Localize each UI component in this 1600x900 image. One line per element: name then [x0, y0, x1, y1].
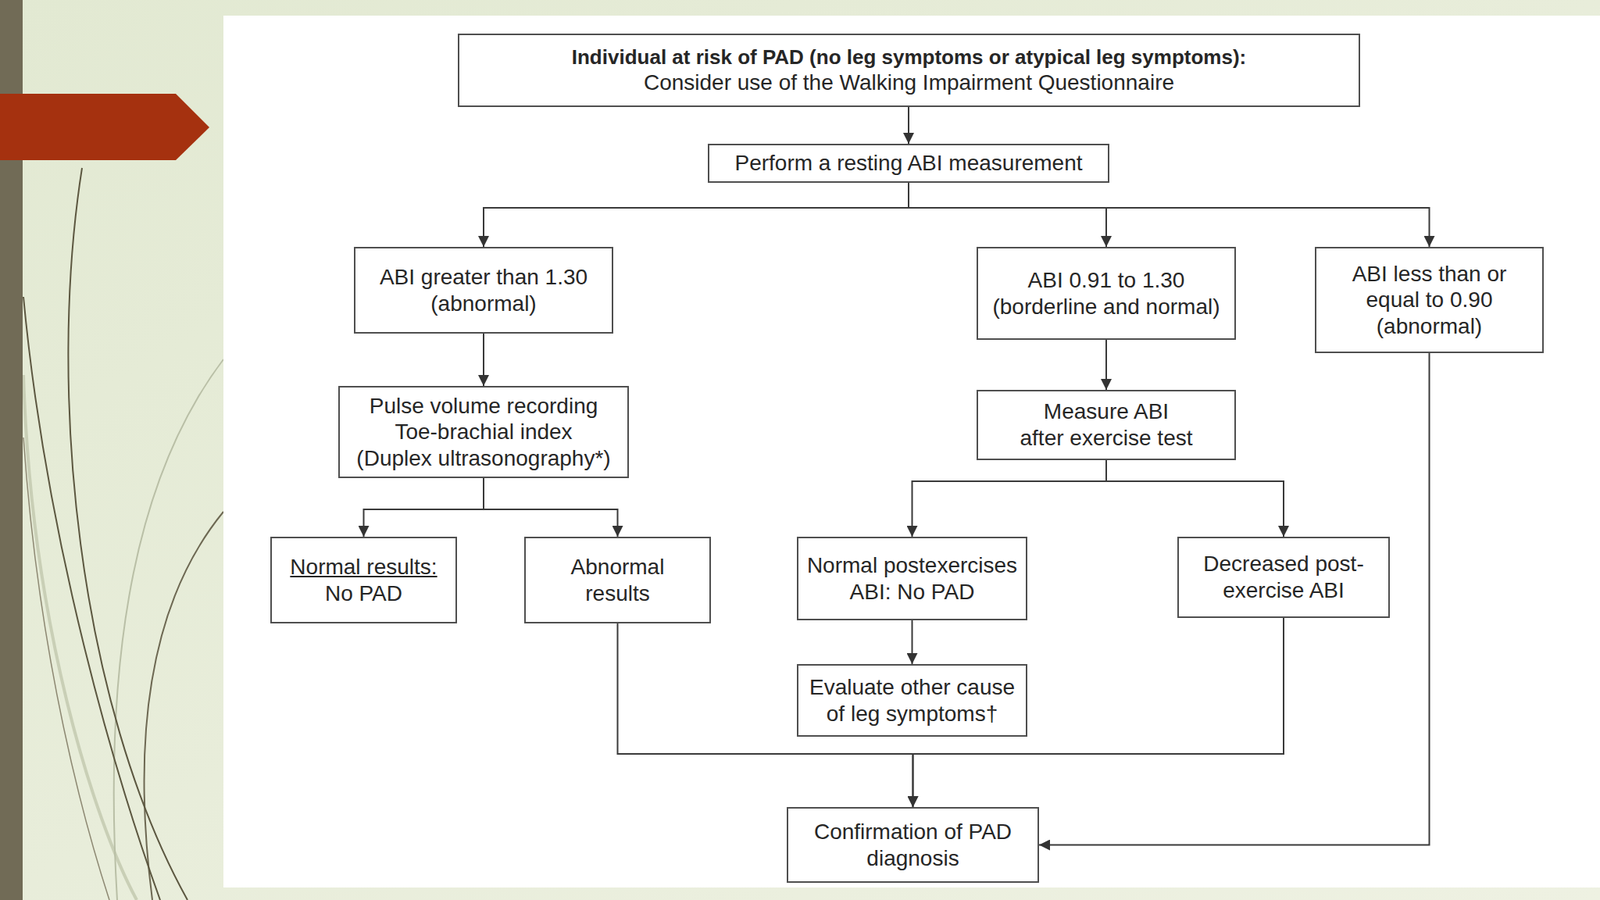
connector	[1105, 339, 1108, 390]
process-box: Normal postexercises ABI: No PAD	[796, 536, 1028, 621]
box-text: ABI greater than 1.30 (abnormal)	[366, 264, 601, 317]
box-text: Individual at risk of PAD (no leg sympto…	[571, 45, 1247, 70]
decor-curve	[143, 511, 224, 900]
box-text: Normal results:	[289, 553, 437, 581]
process-box: Confirmation of PAD diagnosis	[786, 807, 1040, 883]
box-text: Abnormal results	[559, 553, 677, 607]
box-text: Consider use of the Walking Impairment Q…	[643, 69, 1175, 97]
process-box: Perform a resting ABI measurement	[707, 143, 1110, 183]
decor-curve	[23, 296, 161, 900]
title-arrow	[0, 93, 210, 161]
connector	[1106, 460, 1284, 537]
connector	[482, 333, 485, 386]
connector	[364, 478, 485, 537]
process-box: Evaluate other cause of leg symptoms†	[796, 664, 1028, 737]
content-panel	[223, 15, 1600, 888]
process-box: Measure ABI after exercise test	[976, 389, 1236, 461]
box-text: Evaluate other cause of leg symptoms†	[804, 674, 1020, 727]
box-text: Pulse volume recording Toe-brachial inde…	[354, 392, 613, 472]
connector	[617, 623, 914, 808]
decor-curve	[67, 167, 188, 900]
decor-curve	[23, 437, 110, 900]
connector	[483, 182, 909, 247]
process-box: ABI less than or equal to 0.90 (abnormal…	[1314, 246, 1544, 354]
connector	[908, 182, 1107, 247]
box-text: Measure ABI after exercise test	[1019, 398, 1194, 451]
box-text: ABI 0.91 to 1.30 (borderline and normal)	[985, 267, 1228, 320]
process-box: Abnormal results	[524, 536, 711, 624]
process-box: ABI 0.91 to 1.30 (borderline and normal)	[976, 246, 1236, 340]
process-box: Pulse volume recording Toe-brachial inde…	[338, 385, 629, 479]
process-box: ABI greater than 1.30 (abnormal)	[353, 246, 614, 334]
connector	[913, 617, 1285, 808]
connector	[908, 182, 1430, 247]
decor-curve	[23, 375, 137, 900]
process-box: Normal results:No PAD	[270, 536, 458, 624]
decor-curve	[114, 359, 224, 900]
connector	[1039, 353, 1430, 846]
connector	[907, 107, 910, 144]
box-text: Perform a resting ABI measurement	[734, 150, 1083, 177]
box-text: No PAD	[325, 580, 403, 608]
process-box: Individual at risk of PAD (no leg sympto…	[457, 33, 1361, 108]
box-text: Confirmation of PAD diagnosis	[796, 818, 1031, 872]
box-text: Decreased post- exercise ABI	[1185, 550, 1382, 604]
process-box: Decreased post- exercise ABI	[1177, 536, 1390, 618]
connector	[911, 620, 914, 665]
box-text: Normal postexercises ABI: No PAD	[804, 552, 1020, 605]
box-text: ABI less than or equal to 0.90 (abnormal…	[1339, 260, 1520, 340]
connector	[483, 478, 618, 537]
connector	[912, 460, 1108, 537]
